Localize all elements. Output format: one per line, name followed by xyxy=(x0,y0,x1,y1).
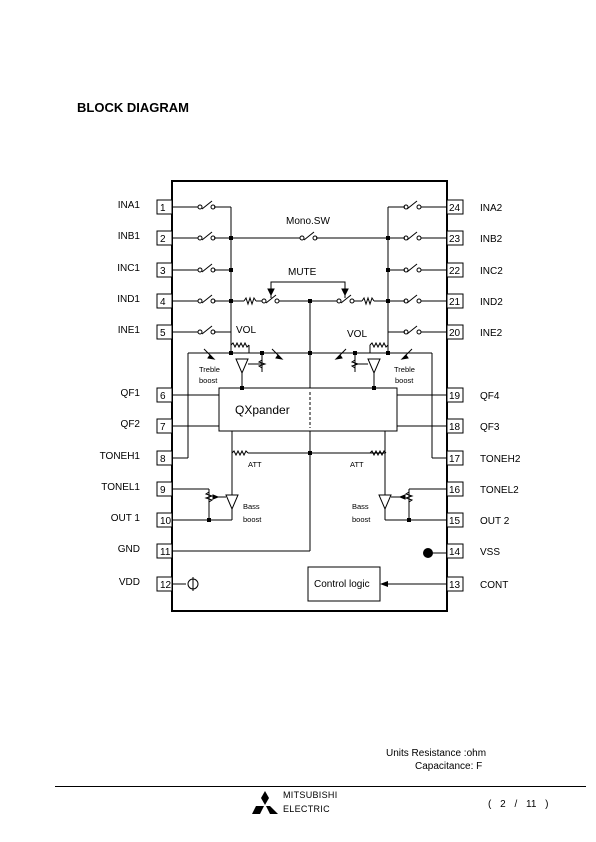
brand-line-1: MITSUBISHI xyxy=(283,790,338,800)
pin-10-label: OUT 1 xyxy=(111,513,141,524)
treble-boost-right xyxy=(334,348,447,459)
bass-right-label: Bass xyxy=(352,502,369,511)
att-right-label: ATT xyxy=(350,460,364,469)
att-left-label: ATT xyxy=(248,460,262,469)
input-switches-right xyxy=(387,200,447,345)
mitsubishi-logo-icon xyxy=(252,791,278,814)
pin-13-label: CONT xyxy=(480,580,508,591)
page-title: BLOCK DIAGRAM xyxy=(77,100,189,115)
pin-23-number: 23 xyxy=(449,234,461,245)
pin-24-label: INA2 xyxy=(480,203,503,214)
units-note: Units Resistance :ohm Capacitance: F xyxy=(386,747,486,773)
page-number: ( 2 / 11 ) xyxy=(488,799,549,810)
pin-5-label: INE1 xyxy=(118,325,141,336)
pin-15-label: OUT 2 xyxy=(480,516,510,527)
pin-22-number: 22 xyxy=(449,266,461,277)
cont-arrow-icon xyxy=(380,581,388,587)
input-switches-left xyxy=(172,200,232,345)
pin-5-number: 5 xyxy=(160,328,166,339)
vol-right xyxy=(310,341,432,354)
brand-name: MITSUBISHI ELECTRIC xyxy=(283,788,338,816)
pin-19-number: 19 xyxy=(449,391,461,402)
pin-19-label: QF4 xyxy=(480,391,500,402)
mute-switch xyxy=(231,281,388,306)
pin-11-label: GND xyxy=(118,544,140,555)
pin-13-number: 13 xyxy=(449,580,461,591)
pin-20-label: INE2 xyxy=(480,328,503,339)
vdd-symbol-icon xyxy=(172,577,199,591)
pin-15-number: 15 xyxy=(449,516,461,527)
bass-boost-left xyxy=(172,488,310,552)
pin-18-number: 18 xyxy=(449,422,461,433)
pin-4-label: IND1 xyxy=(117,294,140,305)
pin-6-number: 6 xyxy=(160,391,166,402)
pin-16-number: 16 xyxy=(449,485,461,496)
pin-1-label: INA1 xyxy=(118,200,141,211)
vol-left-label: VOL xyxy=(236,325,256,336)
pin-22-label: INC2 xyxy=(480,266,503,277)
att-section xyxy=(231,431,387,551)
pin-14-label: VSS xyxy=(480,547,500,558)
brand-line-2: ELECTRIC xyxy=(283,804,330,814)
units-line-2: Capacitance: F xyxy=(415,761,483,772)
pin-4-number: 4 xyxy=(160,297,166,308)
treble-right-label: Treble xyxy=(394,365,415,374)
pin-18-label: QF3 xyxy=(480,422,500,433)
pin-12-label: VDD xyxy=(119,577,140,588)
pin-6-label: QF1 xyxy=(121,388,141,399)
units-line-1: Units Resistance :ohm xyxy=(386,748,487,759)
bass-boost-right xyxy=(378,488,447,521)
left-pins: 1 INA1 2 INB1 3 INC1 4 IND1 5 INE1 6 QF1 7 QF2 8 TONEH1… xyxy=(100,199,173,592)
pin-17-label: TONEH2 xyxy=(480,454,521,465)
pin-9-label: TONEL1 xyxy=(101,482,140,493)
pin-21-label: IND2 xyxy=(480,297,503,308)
mute-label: MUTE xyxy=(288,267,317,278)
boost-treble-right-label: boost xyxy=(395,376,414,385)
pin-2-number: 2 xyxy=(160,234,166,245)
pin-21-number: 21 xyxy=(449,297,461,308)
right-pins: 24 INA2 23 INB2 22 INC2 21 IND2 20 INE2 19 QF4 18 QF3… xyxy=(446,199,521,592)
pin-17-number: 17 xyxy=(449,454,461,465)
boost-treble-left-label: boost xyxy=(199,376,218,385)
pin-20-number: 20 xyxy=(449,328,461,339)
control-logic-label: Control logic xyxy=(314,579,370,590)
pin-2-label: INB1 xyxy=(118,231,141,242)
treble-boost-left xyxy=(187,348,284,395)
mono-switch xyxy=(231,231,388,241)
vol-right-label: VOL xyxy=(347,329,367,340)
pin-9-number: 9 xyxy=(160,485,166,496)
pin-1-number: 1 xyxy=(160,203,166,214)
qxpander-label: QXpander xyxy=(235,403,290,417)
pin-24-number: 24 xyxy=(449,203,461,214)
junction-dots xyxy=(207,236,411,522)
treble-left-label: Treble xyxy=(199,365,220,374)
bass-left-label: Bass xyxy=(243,502,260,511)
pin-8-label: TONEH1 xyxy=(100,451,141,462)
pin-14-box xyxy=(446,543,464,559)
mono-sw-label: Mono.SW xyxy=(286,216,330,227)
pin-3-number: 3 xyxy=(160,266,166,277)
pin-23-label: INB2 xyxy=(480,234,503,245)
boost-bass-right-label: boost xyxy=(352,515,371,524)
pin-11-number: 11 xyxy=(160,547,171,558)
pin-7-number: 7 xyxy=(160,422,166,433)
qxpander-block xyxy=(218,387,398,432)
pin-16-label: TONEL2 xyxy=(480,485,519,496)
pin-12-number: 12 xyxy=(160,580,172,591)
pin-3-label: INC1 xyxy=(117,263,140,274)
pin-10-number: 10 xyxy=(160,516,172,527)
footer-divider xyxy=(55,786,586,787)
pin-8-number: 8 xyxy=(160,454,166,465)
pin-7-label: QF2 xyxy=(121,419,141,430)
boost-bass-left-label: boost xyxy=(243,515,262,524)
pin-14-number: 14 xyxy=(449,547,461,558)
